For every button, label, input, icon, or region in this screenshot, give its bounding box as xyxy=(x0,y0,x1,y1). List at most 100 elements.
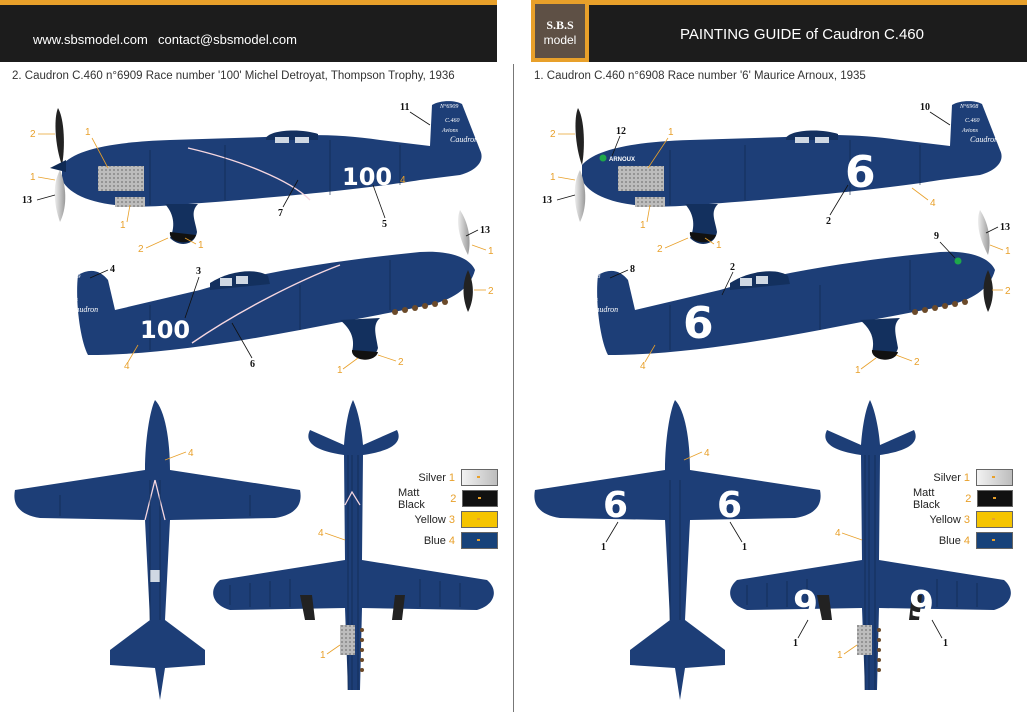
r-callout-4: 4 xyxy=(930,198,936,209)
r-callout-9: 9 xyxy=(934,231,939,242)
r-callout-1: 1 xyxy=(668,127,674,138)
callout-4c: 4 xyxy=(124,361,130,372)
right-tail2-brand2: Caudron xyxy=(590,305,618,314)
right-tail2-code: C.460 xyxy=(582,285,597,292)
callout-4e: 4 xyxy=(318,528,324,539)
callout-1f: 1 xyxy=(488,246,494,257)
r-callout-1d: 1 xyxy=(716,240,722,251)
r-callout-2c: 2 xyxy=(826,216,831,227)
right-side-view-top: ARNOUX 6 N°6908 C.460 Avions Caudron xyxy=(574,101,1002,244)
right-side-view-bottom: 6 N°6908 C.460 Avions Caudron xyxy=(581,210,995,360)
r-callout-1b: 1 xyxy=(550,172,556,183)
r-callout-2e: 2 xyxy=(914,357,920,368)
right-tail2-brand1: Avions xyxy=(581,297,599,303)
left-side-view-bottom: 100 N°6909 C.460 Avions Caudron xyxy=(61,210,476,360)
r-callout-1g: 1 xyxy=(601,542,606,553)
r-callout-1h: 1 xyxy=(742,542,747,553)
email-link[interactable]: contact@sbsmodel.com xyxy=(158,32,297,47)
callout-1b: 1 xyxy=(85,127,91,138)
callout-1e: 1 xyxy=(337,365,343,376)
right-tail-brand2: Caudron xyxy=(970,135,998,144)
r-callout-1i: 1 xyxy=(793,638,798,649)
swatch-silver-r xyxy=(976,469,1013,486)
left-subtitle: 2. Caudron C.460 n°6909 Race number '100… xyxy=(12,70,455,82)
page-title: PAINTING GUIDE of Caudron C.460 xyxy=(680,26,924,43)
left-side2-propeller-silver xyxy=(457,210,470,255)
right-side-race-number: 6 xyxy=(845,147,876,198)
swatch-blue xyxy=(461,532,498,549)
right-pilot-name: ARNOUX xyxy=(609,157,635,163)
r-callout-13b: 13 xyxy=(1000,222,1010,233)
right-side2-race-number: 6 xyxy=(683,298,714,349)
callout-4: 4 xyxy=(400,175,406,186)
r-callout-1f: 1 xyxy=(1005,246,1011,257)
r-callout-10: 10 xyxy=(920,102,930,113)
left-side-race-number: 100 xyxy=(342,163,392,191)
swatch-yellow-r xyxy=(976,511,1013,528)
callout-1d: 1 xyxy=(198,240,204,251)
r-callout-1e: 1 xyxy=(855,365,861,376)
right-tail-brand1: Avions xyxy=(961,128,979,134)
r-callout-2d: 2 xyxy=(730,262,735,273)
left-tail2-brand2: Caudron xyxy=(70,305,98,314)
right-tail-serial: N°6908 xyxy=(959,103,978,110)
website-link[interactable]: www.sbsmodel.com xyxy=(33,32,148,47)
callout-2d: 2 xyxy=(488,286,494,297)
callout-4d: 4 xyxy=(188,448,194,459)
header-left: www.sbsmodel.com contact@sbsmodel.com xyxy=(0,0,497,62)
r-callout-12: 12 xyxy=(616,126,626,137)
left-propeller-blade-top xyxy=(55,108,64,165)
swatch-silver xyxy=(461,469,498,486)
left-side2-race-number: 100 xyxy=(140,316,190,344)
left-plan-view xyxy=(14,400,301,700)
callout-5: 5 xyxy=(382,219,387,230)
r-callout-4d: 4 xyxy=(835,528,841,539)
left-side-view-top: 100 N°6909 C.460 Avions Caudron xyxy=(50,101,482,244)
logo-bottom-text: model xyxy=(543,33,577,47)
swatch-black xyxy=(462,490,498,507)
left-tail2-brand1: Avions xyxy=(61,297,79,303)
left-tail-brand1: Avions xyxy=(441,128,459,134)
left-tail-code: C.460 xyxy=(445,117,460,124)
right-plan-wing-number-left: 6 xyxy=(603,485,628,526)
right-underside-wing-number-left: 9 xyxy=(793,584,818,625)
sbs-logo: S.B.S model xyxy=(531,0,589,62)
r-callout-8: 8 xyxy=(630,264,635,275)
callout-2b: 2 xyxy=(138,244,144,255)
left-tail-brand2: Caudron xyxy=(450,135,478,144)
callout-13: 13 xyxy=(22,195,32,206)
callout-7: 7 xyxy=(278,208,283,219)
left-side-exhaust-panel xyxy=(98,166,144,191)
left-tail-serial: N°6909 xyxy=(439,103,458,110)
left-callouts: 2 1 13 1 1 2 1 7 5 4 11 4 3 4 6 1 2 13 1… xyxy=(22,102,494,661)
header-right xyxy=(531,0,1027,62)
logo-top-text: S.B.S xyxy=(546,18,574,32)
right-subtitle: 1. Caudron C.460 n°6908 Race number '6' … xyxy=(534,70,866,82)
r-callout-1j: 1 xyxy=(943,638,948,649)
swatch-black-r xyxy=(977,490,1013,507)
callout-6: 6 xyxy=(250,359,255,370)
callout-3: 3 xyxy=(196,266,201,277)
callout-13b: 13 xyxy=(480,225,490,236)
r-callout-13: 13 xyxy=(542,195,552,206)
right-tail-code: C.460 xyxy=(965,117,980,124)
right-underside-wing-number-right: 9 xyxy=(909,584,934,625)
callout-1g: 1 xyxy=(320,650,326,661)
r-callout-2f: 2 xyxy=(1005,286,1011,297)
right-plan-view: 6 6 xyxy=(534,400,821,700)
left-tail2-code: C.460 xyxy=(62,285,77,292)
callout-11: 11 xyxy=(400,102,409,113)
left-tail2-serial: N°6909 xyxy=(61,273,80,280)
left-propeller-blade-bottom xyxy=(54,170,66,222)
r-callout-4c: 4 xyxy=(704,448,710,459)
r-callout-1c: 1 xyxy=(640,220,646,231)
